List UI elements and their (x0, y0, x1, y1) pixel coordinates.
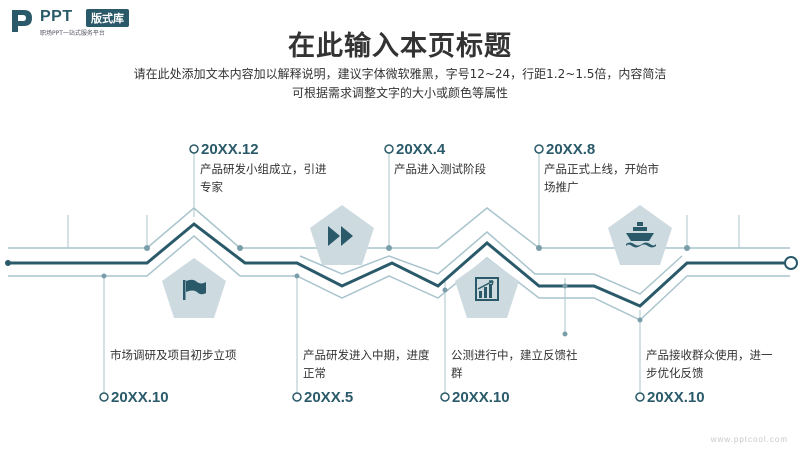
logo-mark-icon (12, 10, 32, 32)
milestone-text: 产品研发小组成立，引进专家 (200, 162, 327, 194)
brand-logo: PPT 版式库 职场PPT一站式服务平台 (8, 6, 158, 37)
timeline-dot (144, 245, 150, 251)
date-marker (440, 392, 450, 402)
milestone-text: 产品研发进入中期，进度正常 (303, 348, 430, 380)
milestone-date: 20XX.10 (647, 389, 705, 406)
milestone-date: 20XX.4 (396, 141, 446, 158)
timeline-dot (562, 283, 568, 289)
timeline-dot (237, 245, 243, 251)
date-marker (99, 392, 109, 402)
timeline-dot (101, 273, 107, 279)
timeline-dot (637, 317, 643, 323)
date-marker (384, 144, 394, 154)
milestone-date: 20XX.8 (546, 141, 596, 158)
brand-name: PPT (40, 8, 73, 25)
flag-icon (183, 279, 206, 300)
timeline-upper-line (8, 207, 790, 249)
date-marker (189, 144, 199, 154)
date-marker (534, 144, 544, 154)
subtitle-line: 可根据需求调整文字的大小或颜色等属性 (291, 86, 508, 100)
milestone-text: 市场调研及项目初步立项 (110, 348, 237, 362)
milestone-text: 公测进行中，建立反馈社群 (451, 348, 578, 380)
subtitle-line: 请在此处添加文本内容加以解释说明，建议字体微软雅黑，字号12~24，行距1.2~… (133, 67, 667, 81)
timeline-dot (684, 245, 690, 251)
date-marker (292, 392, 302, 402)
timeline-dot (442, 287, 448, 293)
chart-icon (475, 277, 499, 301)
fast-forward-icon (328, 226, 353, 246)
timeline-start-cap (5, 260, 11, 266)
date-marker (635, 392, 645, 402)
timeline-dot (386, 245, 392, 251)
timeline-inner-line (299, 231, 683, 295)
timeline-lower-line (8, 235, 790, 321)
milestone-text: 产品进入测试阶段 (394, 162, 486, 176)
page-title: 在此输入本页标题 (288, 31, 512, 62)
milestone-date: 20XX.10 (452, 389, 510, 406)
timeline-main-line (8, 222, 790, 308)
brand-tagline: 职场PPT一站式服务平台 (40, 30, 105, 37)
timeline-dot (536, 245, 542, 251)
milestone-text: 产品接收群众使用，进一步优化反馈 (646, 348, 773, 380)
watermark: www.pptcool.com (710, 435, 788, 444)
page-subtitle: 请在此处添加文本内容加以解释说明，建议字体微软雅黑，字号12~24，行距1.2~… (100, 65, 700, 103)
milestone-text: 产品正式上线，开始市场推广 (544, 162, 659, 194)
timeline-dot (294, 273, 300, 279)
milestone-date: 20XX.12 (201, 141, 259, 158)
timeline-dot (562, 331, 568, 337)
brand-badge: 版式库 (86, 9, 129, 27)
timeline-end-cap (784, 256, 798, 270)
ship-icon (626, 222, 656, 248)
milestone-date: 20XX.5 (304, 389, 354, 406)
milestone-date: 20XX.10 (111, 389, 169, 406)
